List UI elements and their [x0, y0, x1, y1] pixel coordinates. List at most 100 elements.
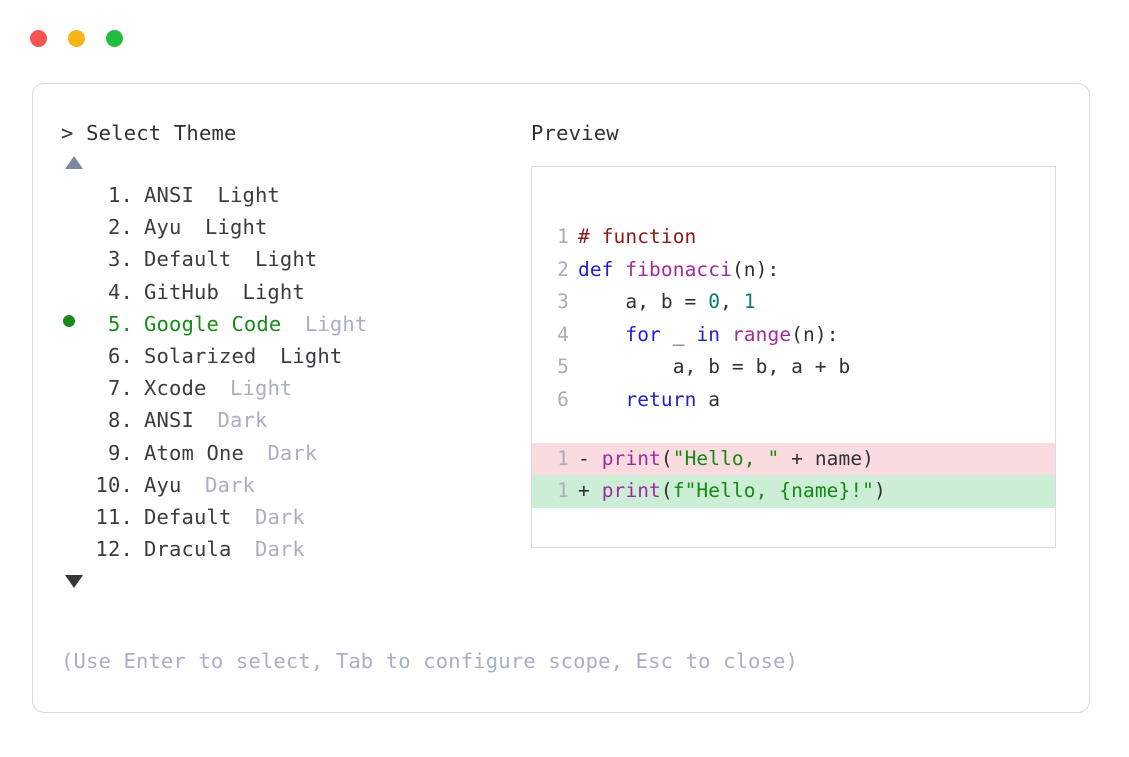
code-token: f"Hello, {name}!" — [672, 479, 875, 503]
code-line: 5 a, b = b, a + b — [532, 351, 1055, 384]
list-item-variant: Light — [254, 247, 318, 272]
code-token: return — [625, 387, 697, 411]
code-token: for — [625, 322, 661, 346]
list-item-label: Google Code — [144, 311, 282, 336]
list-item-label: Solarized — [144, 344, 257, 369]
diff-block: 1- print("Hello, " + name)1+ print(f"Hel… — [532, 442, 1055, 508]
list-item-number: 4. — [108, 279, 133, 304]
list-item-number: 2. — [108, 215, 133, 240]
list-item-number: 11. — [95, 505, 133, 530]
line-number: 4 — [557, 322, 569, 346]
code-token: 0 — [708, 290, 721, 314]
list-item-label: Ayu — [144, 472, 182, 497]
code-token: "Hello, " — [672, 446, 780, 470]
theme-selector-column: > Select Theme 1. ANSI Light 2. — [61, 118, 531, 589]
prompt-caret-icon: > — [61, 121, 74, 145]
list-item-label: Default — [144, 247, 232, 272]
list-item-variant: Light — [204, 215, 268, 240]
code-line: 3 a, b = 0, 1 — [532, 286, 1055, 319]
code-line-text: a, b = b, a + b — [578, 351, 851, 384]
list-item[interactable]: 1. ANSI Light — [61, 179, 531, 211]
list-item-number: 12. — [95, 537, 133, 562]
keyboard-hint: (Use Enter to select, Tab to configure s… — [61, 649, 799, 673]
list-item[interactable]: 10. Ayu Dark — [61, 469, 531, 501]
close-window-button[interactable] — [30, 30, 47, 47]
maximize-window-button[interactable] — [106, 30, 123, 47]
theme-list: 1. ANSI Light 2. Ayu Light — [61, 179, 531, 565]
list-item[interactable]: 11. Default Dark — [61, 501, 531, 533]
spacer — [256, 340, 280, 372]
code-token: (n): — [791, 322, 839, 346]
list-item[interactable]: 8. ANSI Dark — [61, 404, 531, 436]
list-item[interactable]: 6. Solarized Light — [61, 340, 531, 372]
code-line: 6 return a — [532, 384, 1055, 417]
spacer — [231, 243, 255, 275]
code-token: + name) — [779, 446, 875, 470]
list-item-number: 10. — [95, 472, 133, 497]
list-item-number: 5. — [108, 311, 133, 336]
list-item[interactable]: 4. GitHub Light — [61, 276, 531, 308]
prompt-title — [74, 121, 87, 145]
list-item-label: Ayu — [144, 215, 182, 240]
code-line: 4 for _ in range(n): — [532, 319, 1055, 352]
scroll-up-arrow-icon[interactable] — [65, 156, 83, 169]
code-line-text: for _ in range(n): — [578, 319, 839, 352]
list-item-number: 6. — [108, 344, 133, 369]
minimize-window-button[interactable] — [68, 30, 85, 47]
list-item-variant: Dark — [217, 408, 268, 433]
spacer — [194, 179, 218, 211]
list-item[interactable]: 3. Default Light — [61, 243, 531, 275]
list-item-selected[interactable]: 5. Google Code Light — [61, 308, 531, 340]
code-token: def — [578, 257, 626, 281]
list-item-variant: Light — [304, 311, 368, 336]
selection-marker — [61, 314, 87, 327]
code-token: # function — [578, 225, 697, 248]
code-token — [578, 323, 625, 346]
spacer — [181, 469, 205, 501]
code-line-text: a, b = 0, 1 — [578, 286, 756, 319]
list-item-number: 8. — [108, 408, 133, 433]
code-token: in — [696, 322, 721, 346]
window-traffic-lights — [30, 30, 123, 47]
list-item[interactable]: 12. Dracula Dark — [61, 533, 531, 565]
code-token: ) — [874, 479, 886, 503]
list-item-label: Xcode — [144, 376, 207, 401]
code-line-text: return a — [578, 384, 720, 417]
code-token: a, b = — [578, 290, 709, 314]
code-token: ( — [660, 479, 673, 503]
spacer — [194, 404, 218, 436]
prompt-header: > Select Theme — [61, 118, 531, 148]
diff-line-text: + print(f"Hello, {name}!") — [578, 475, 886, 508]
list-item-variant: Light — [242, 279, 305, 304]
preview-heading: Preview — [531, 121, 619, 145]
diff-line-text: - print("Hello, " + name) — [578, 443, 874, 476]
code-token: range — [731, 322, 792, 346]
list-item-variant: Dark — [267, 440, 318, 465]
spacer — [181, 211, 205, 243]
code-token — [578, 388, 625, 411]
scroll-down-arrow-icon[interactable] — [65, 575, 83, 589]
diff-sign: + — [578, 479, 602, 503]
list-item-number: 7. — [108, 376, 133, 401]
code-token: _ — [660, 322, 697, 346]
code-token: print — [601, 446, 661, 470]
line-number: 1 — [557, 479, 569, 503]
spacer — [231, 533, 255, 565]
list-item[interactable]: 9. Atom One Dark — [61, 437, 531, 469]
line-number: 6 — [557, 387, 569, 411]
spacer — [206, 372, 230, 404]
list-item-label: Atom One — [144, 440, 244, 465]
list-item-label: ANSI — [144, 408, 194, 433]
list-item-number: 1. — [108, 183, 133, 207]
code-token: a, b = b, a + b — [578, 355, 851, 379]
list-item-label: Dracula — [144, 537, 232, 562]
spacer — [231, 501, 255, 533]
list-item[interactable]: 7. Xcode Light — [61, 372, 531, 404]
line-number: 2 — [557, 257, 569, 281]
list-item[interactable]: 2. Ayu Light — [61, 211, 531, 243]
